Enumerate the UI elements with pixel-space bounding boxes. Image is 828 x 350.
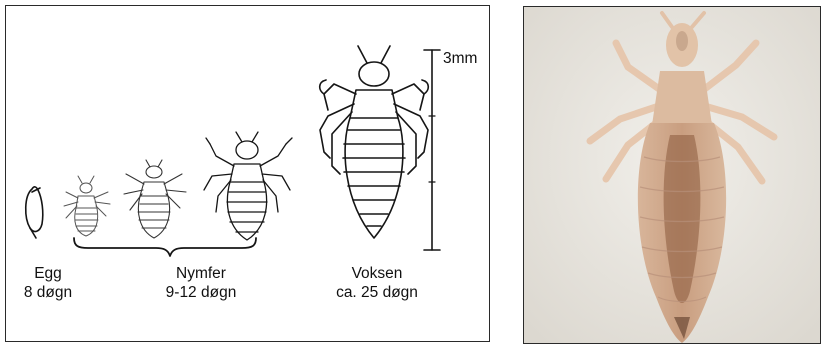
nymph-large-illustration	[204, 132, 292, 240]
stage-duration: ca. 25 døgn	[322, 283, 432, 302]
stage-duration: 9-12 døgn	[146, 283, 256, 302]
stage-duration: 8 døgn	[20, 283, 76, 302]
stage-name: Egg	[20, 264, 76, 283]
nymph-bracket	[74, 238, 256, 256]
life-cycle-diagram: 3mm Egg 8 døgn Nymfer 9-12 døgn Voksen c…	[5, 5, 490, 342]
scale-bar	[424, 50, 440, 250]
stage-name: Voksen	[322, 264, 432, 283]
adult-louse-illustration	[320, 46, 429, 238]
scale-label: 3mm	[443, 50, 477, 68]
nymph-small-illustration	[64, 176, 110, 236]
stage-name: Nymfer	[146, 264, 256, 283]
stage-label-adult: Voksen ca. 25 døgn	[322, 264, 432, 302]
nymph-medium-illustration	[124, 160, 186, 238]
louse-photo-image	[524, 7, 821, 344]
stage-label-nymph: Nymfer 9-12 døgn	[146, 264, 256, 302]
egg-illustration	[26, 187, 43, 238]
stage-label-egg: Egg 8 døgn	[20, 264, 76, 302]
louse-photo	[523, 6, 821, 344]
